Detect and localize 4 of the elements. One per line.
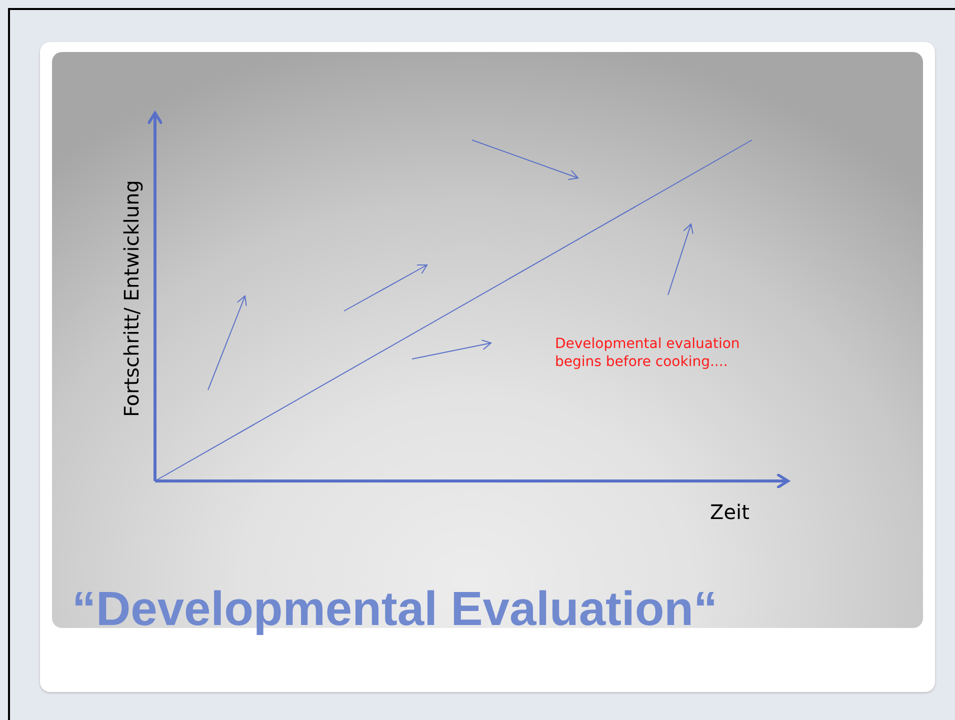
- slide-title: “Developmental Evaluation“: [72, 582, 718, 638]
- axis-label: Fortschritt/ Entwicklung: [120, 179, 144, 419]
- axis-label: Zeit: [710, 500, 750, 525]
- annotation-text: Developmental evaluation begins before cooking....: [555, 336, 741, 371]
